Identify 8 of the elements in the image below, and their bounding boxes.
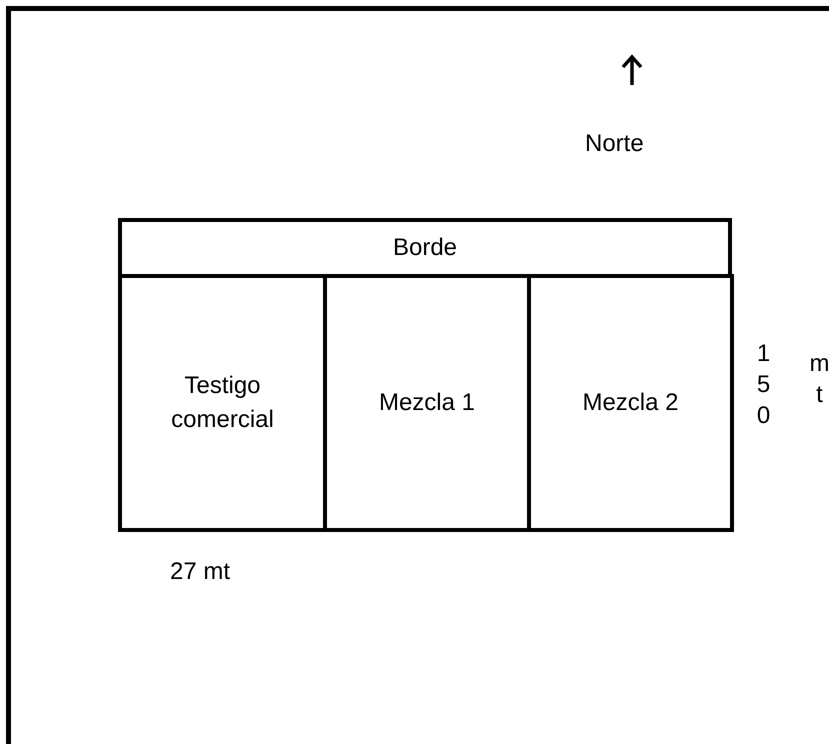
plot-label: Mezcla 1 bbox=[378, 388, 476, 418]
dimension-label: mt bbox=[805, 350, 829, 412]
dimension-label: 150 bbox=[749, 340, 777, 433]
plot-label: Mezcla 2 bbox=[582, 388, 679, 418]
plot-label: Testigo comercial bbox=[170, 371, 275, 435]
plot-label: Borde bbox=[392, 233, 458, 264]
dimension-label: 27 mt bbox=[170, 558, 230, 586]
direction-label: Norte bbox=[585, 130, 644, 158]
